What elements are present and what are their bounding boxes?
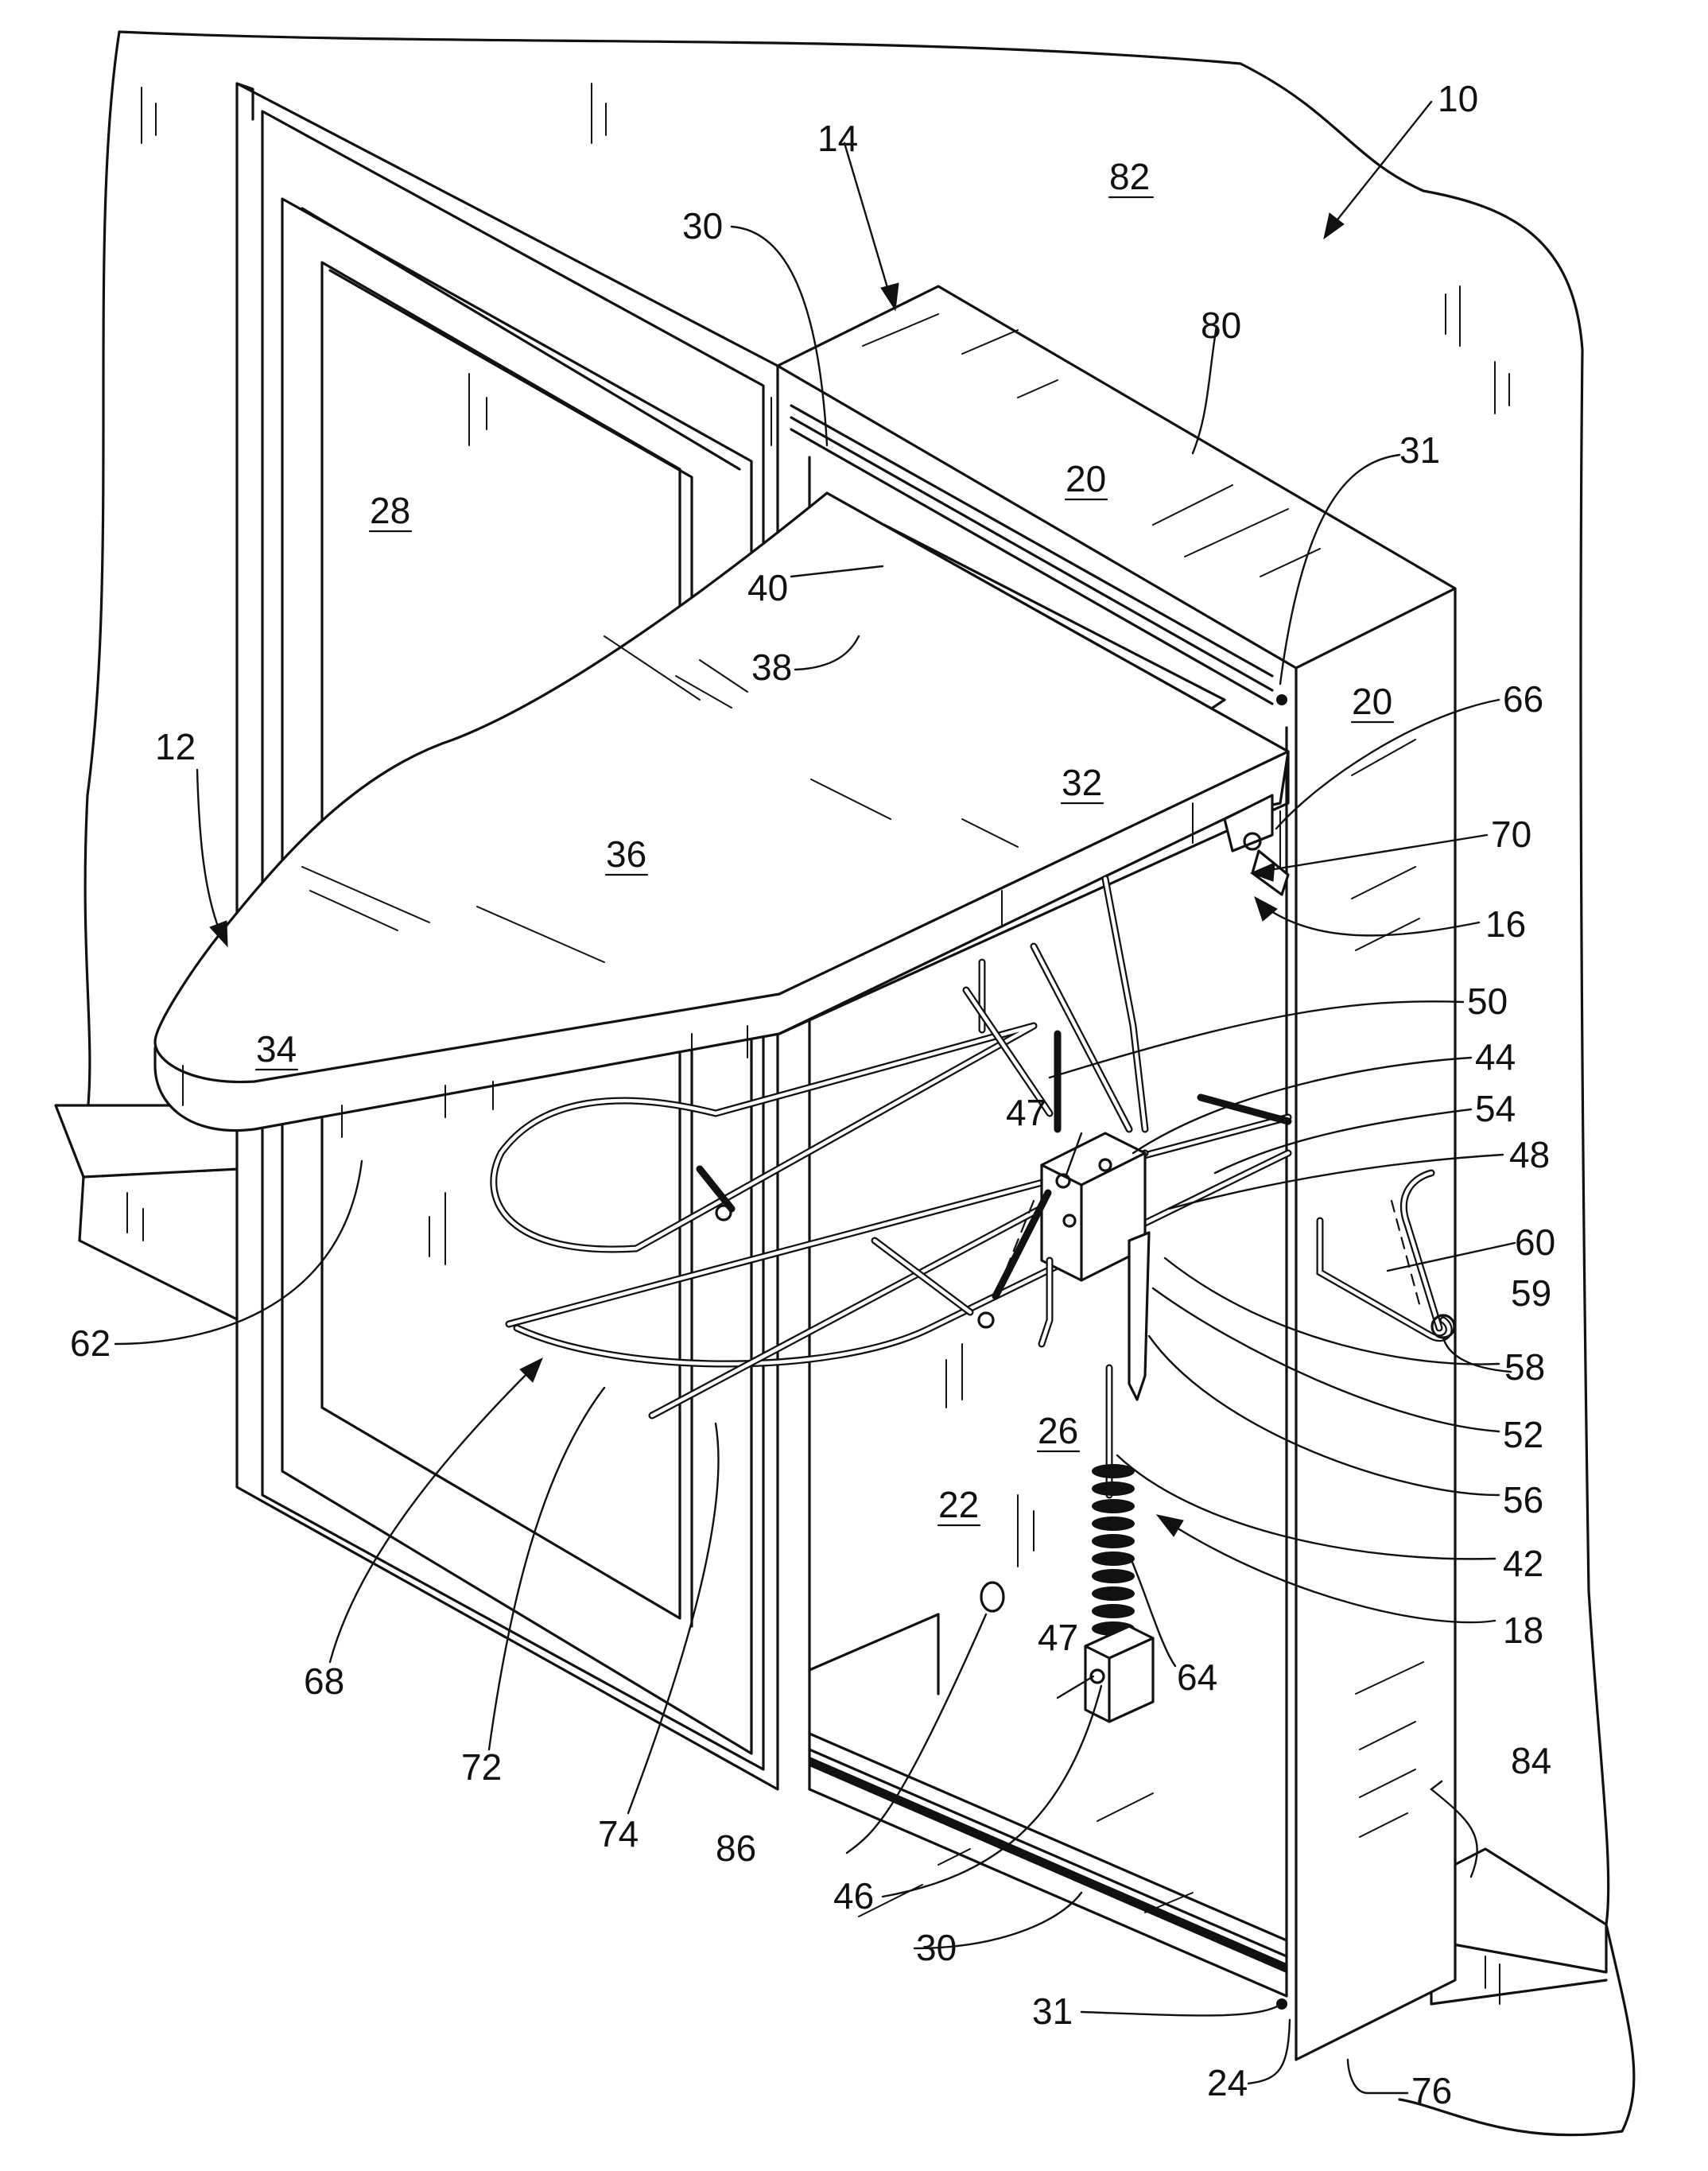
label-ref-86: 86 <box>716 1827 756 1869</box>
baseboard-left <box>56 1105 239 1320</box>
label-ref-18: 18 <box>1503 1610 1543 1651</box>
label-ref-80: 80 <box>1201 305 1241 346</box>
label-ref-24: 24 <box>1207 2062 1248 2103</box>
label-ref-72: 72 <box>461 1746 502 1788</box>
label-ref-10: 10 <box>1438 78 1478 119</box>
label-ref-52: 52 <box>1503 1414 1543 1455</box>
label-ref-31-bottom: 31 <box>1032 1990 1073 2032</box>
label-ref-76: 76 <box>1411 2070 1452 2111</box>
label-ref-66: 66 <box>1503 678 1543 720</box>
label-ref-42: 42 <box>1503 1543 1543 1584</box>
label-ref-50: 50 <box>1467 981 1508 1022</box>
label-ref-74: 74 <box>598 1813 639 1854</box>
label-ref-20-side: 20 <box>1352 681 1392 722</box>
label-ref-16: 16 <box>1485 903 1526 945</box>
label-ref-40: 40 <box>747 567 788 608</box>
label-ref-12: 12 <box>155 726 196 767</box>
label-ref-60: 60 <box>1515 1221 1555 1263</box>
label-ref-46: 46 <box>833 1875 874 1917</box>
label-ref-64: 64 <box>1177 1656 1217 1698</box>
label-ref-62: 62 <box>70 1322 111 1364</box>
label-ref-22: 22 <box>938 1484 979 1525</box>
label-ref-28: 28 <box>370 490 410 531</box>
label-ref-26: 26 <box>1038 1410 1078 1451</box>
label-ref-58: 58 <box>1504 1346 1545 1388</box>
label-ref-31-top: 31 <box>1399 429 1440 471</box>
label-ref-38: 38 <box>751 647 792 688</box>
label-ref-36: 36 <box>606 833 646 875</box>
label-ref-20-top: 20 <box>1066 458 1106 499</box>
label-ref-34: 34 <box>256 1028 297 1070</box>
label-ref-54: 54 <box>1475 1088 1516 1129</box>
baseboard-right <box>1431 1849 1606 2004</box>
label-ref-30-top: 30 <box>682 205 723 247</box>
label-ref-14: 14 <box>817 118 858 159</box>
label-ref-47-bottom: 47 <box>1038 1617 1078 1658</box>
label-ref-47-top: 47 <box>1006 1092 1046 1133</box>
label-ref-44: 44 <box>1475 1036 1516 1078</box>
label-ref-30-bottom: 30 <box>916 1927 957 1968</box>
label-ref-84: 84 <box>1511 1740 1551 1781</box>
label-ref-59: 59 <box>1511 1272 1551 1314</box>
label-ref-68: 68 <box>304 1660 344 1702</box>
label-ref-48: 48 <box>1509 1134 1550 1175</box>
label-ref-70: 70 <box>1491 814 1531 855</box>
label-ref-82: 82 <box>1109 156 1150 197</box>
label-ref-56: 56 <box>1503 1479 1543 1520</box>
label-ref-32: 32 <box>1062 762 1102 803</box>
